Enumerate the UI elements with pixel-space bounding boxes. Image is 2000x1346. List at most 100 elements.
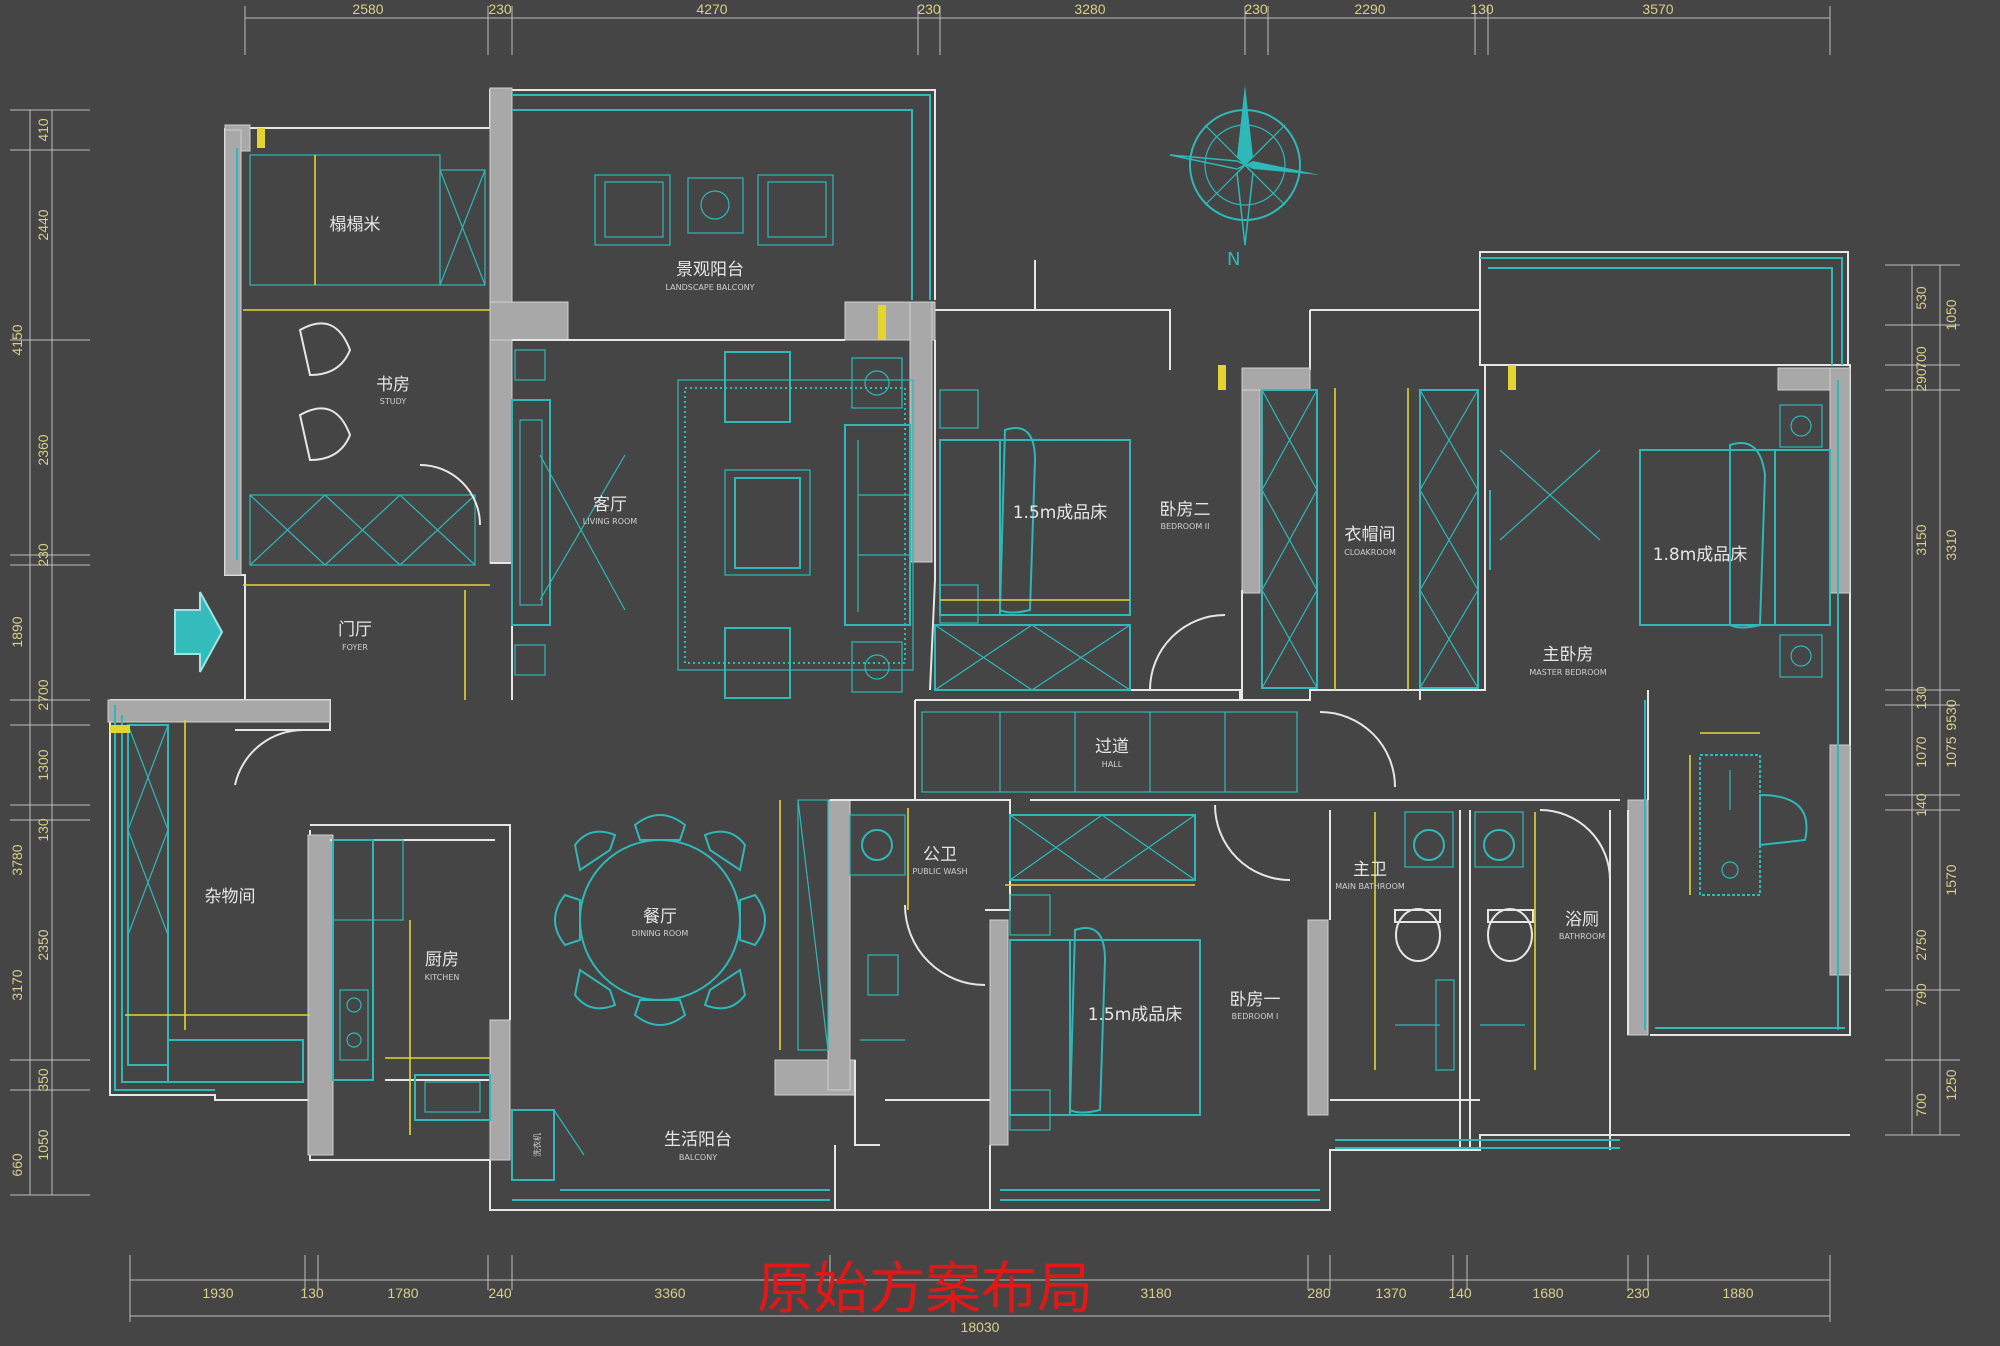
entrance-arrow-icon: [174, 591, 224, 673]
kitchen-counters: [332, 839, 491, 1121]
left-dim-7: 2440: [35, 209, 51, 240]
master-bathroom-fixtures: [1394, 809, 1611, 1071]
label-washer: 洗衣机: [532, 1133, 542, 1157]
bottom-dim-8: 1370: [1375, 1285, 1406, 1301]
bottom-dim-total: 18030: [961, 1319, 1000, 1335]
right-dim-13: 140: [1913, 793, 1929, 817]
bedroom2-furniture: [934, 389, 1226, 691]
label-living-en: LIVING ROOM: [583, 517, 638, 526]
top-dim-5: 3280: [1074, 1, 1105, 17]
top-dim-6: 230: [1244, 1, 1268, 17]
left-dim-1: 4150: [9, 324, 25, 355]
label-study: 书房: [376, 375, 410, 395]
storage-shelves: [127, 724, 306, 1083]
label-kitchen-en: KITCHEN: [425, 973, 460, 982]
tatami-platform: [249, 154, 486, 566]
bottom-dim-2: 130: [300, 1285, 324, 1301]
balcony-seating: [594, 174, 834, 246]
cloakroom-wardrobes: [1261, 389, 1479, 689]
top-dim-7: 2290: [1354, 1, 1385, 17]
bottom-dimension-line: 1930 130 1780 240 3360 3180 280 1370 140…: [129, 1255, 1831, 1335]
window-lines: [114, 94, 1845, 1201]
master-bedroom-furniture: [1489, 404, 1831, 678]
label-tatami: 榻榻米: [330, 215, 381, 235]
right-dim-12: 1070: [1913, 736, 1929, 767]
bottom-dim-7: 280: [1307, 1285, 1331, 1301]
interior-walls: [310, 339, 1649, 1150]
left-dimension-lines: 4150 1890 3780 3170 660 410 2440 2360 23…: [9, 109, 90, 1196]
left-dim-13: 2350: [35, 929, 51, 960]
bottom-dim-1: 1930: [202, 1285, 233, 1301]
master-vanity: [1699, 754, 1808, 896]
bottom-dim-5: 3360: [654, 1285, 685, 1301]
right-dim-6: 530: [1913, 286, 1929, 310]
label-storage: 杂物间: [205, 887, 256, 907]
label-life-balcony: 生活阳台: [664, 1130, 732, 1150]
label-life-balcony-en: BALCONY: [679, 1153, 717, 1162]
label-dressing-en: BATHROOM: [1559, 932, 1605, 941]
left-dim-6: 410: [35, 118, 51, 142]
left-dim-14: 350: [35, 1068, 51, 1092]
bottom-dim-4: 240: [488, 1285, 512, 1301]
label-dressing: 浴厕: [1565, 910, 1599, 930]
top-dim-3: 4270: [696, 1, 727, 17]
label-cloakroom-en: CLOAKROOM: [1344, 548, 1396, 557]
left-dim-3: 3780: [9, 844, 25, 875]
label-living: 客厅: [593, 495, 627, 515]
top-dimension-line: 2580 230 4270 230 3280 230 2290 130 3570: [244, 1, 1831, 55]
right-dim-11: 130: [1913, 686, 1929, 710]
label-bedroom2: 卧房二: [1160, 500, 1211, 520]
label-master-en: MASTER BEDROOM: [1529, 668, 1606, 677]
bedroom1-furniture: [1009, 804, 1291, 1131]
label-bed-1.5m-b: 1.5m成品床: [1088, 1005, 1183, 1025]
compass-icon: N: [1169, 85, 1320, 270]
label-study-en: STUDY: [380, 397, 407, 406]
label-public-wc: 公卫: [923, 845, 957, 865]
label-master-wc: 主卫: [1353, 860, 1387, 880]
left-dim-15: 1050: [35, 1129, 51, 1160]
label-kitchen: 厨房: [425, 950, 459, 970]
living-room-furniture: [511, 349, 914, 699]
bottom-dim-9: 140: [1448, 1285, 1472, 1301]
label-foyer-en: FOYER: [342, 643, 368, 652]
right-dim-15: 790: [1913, 983, 1929, 1007]
right-dim-4: 1570: [1943, 864, 1959, 895]
top-dim-4: 230: [917, 1, 941, 17]
top-dim-1: 2580: [352, 1, 383, 17]
left-dim-4: 3170: [9, 969, 25, 1000]
label-hall: 过道: [1095, 737, 1129, 757]
bottom-dim-11: 230: [1626, 1285, 1650, 1301]
life-balcony-furniture: [511, 1109, 585, 1181]
right-dim-2: 9530: [1943, 699, 1959, 730]
label-dining-en: DINING ROOM: [632, 929, 689, 938]
public-bathroom-fixtures: [849, 814, 986, 1041]
label-bedroom1-en: BEDROOM I: [1232, 1012, 1279, 1021]
label-dining: 餐厅: [643, 907, 677, 927]
room-labels: 景观阳台 LANDSCAPE BALCONY 榻榻米 书房 STUDY 客厅 L…: [205, 215, 1748, 1162]
label-bed-1.5m-a: 1.5m成品床: [1013, 503, 1108, 523]
label-hall-en: HALL: [1102, 760, 1123, 769]
right-dim-7: 700: [1913, 346, 1929, 370]
right-dim-9: 3150: [1913, 524, 1929, 555]
left-dim-11: 1300: [35, 749, 51, 780]
plan-caption: 原始方案布局: [757, 1257, 1093, 1322]
left-dim-5: 660: [9, 1153, 25, 1177]
dining-table: [554, 799, 829, 1051]
bottom-dim-6: 3180: [1140, 1285, 1171, 1301]
right-dim-10: 3310: [1943, 529, 1959, 560]
label-master: 主卧房: [1543, 645, 1594, 665]
compass-label: N: [1227, 249, 1240, 270]
yellow-dimension-markers: [110, 128, 1760, 1135]
left-dim-12: 130: [35, 818, 51, 842]
label-bedroom2-en: BEDROOM II: [1160, 522, 1209, 531]
top-dim-2: 230: [488, 1, 512, 17]
left-dim-9: 230: [35, 543, 51, 567]
structural-columns: [107, 87, 1851, 1161]
left-dim-8: 2360: [35, 434, 51, 465]
right-dim-16: 700: [1913, 1093, 1929, 1117]
top-dim-8: 130: [1470, 1, 1494, 17]
top-dim-9: 3570: [1642, 1, 1673, 17]
right-dim-8: 290: [1913, 368, 1929, 392]
right-dim-5: 1250: [1943, 1069, 1959, 1100]
